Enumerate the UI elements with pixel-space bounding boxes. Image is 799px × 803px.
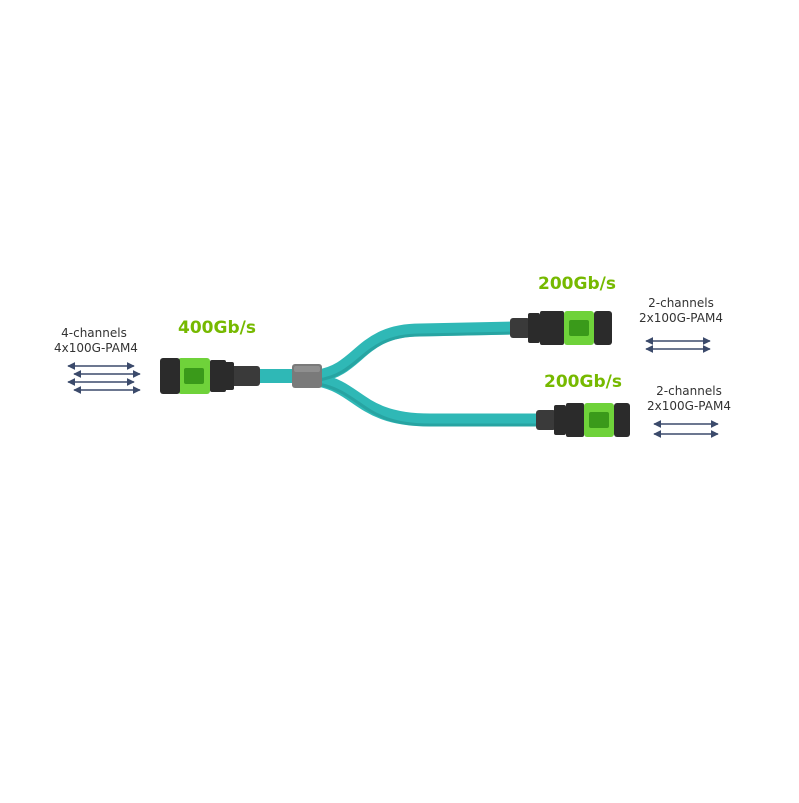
top-right-rate-label: 200Gb/s — [538, 274, 616, 294]
left-channels-line1: 4-channels — [61, 326, 127, 340]
left-lane-arrows — [67, 362, 141, 394]
top-right-lane-arrows — [645, 337, 711, 353]
top-right-channels-line1: 2-channels — [648, 296, 714, 310]
top-right-channels-label: 2-channels 2x100G-PAM4 — [636, 296, 726, 326]
cable-branch-bottom — [311, 373, 547, 427]
bottom-right-channels-line1: 2-channels — [656, 384, 722, 398]
left-rate-label: 400Gb/s — [178, 318, 256, 338]
bottom-right-channels-line2: 2x100G-PAM4 — [647, 399, 731, 413]
bottom-right-lane-arrows — [653, 420, 719, 438]
left-channels-line2: 4x100G-PAM4 — [54, 341, 138, 355]
cable-branch-top — [311, 321, 522, 383]
bottom-right-rate-label: 200Gb/s — [544, 372, 622, 392]
left-mpo-connector — [160, 358, 260, 394]
top-right-mpo-connector — [510, 311, 612, 345]
splitter-highlight — [294, 366, 320, 372]
top-right-channels-line2: 2x100G-PAM4 — [639, 311, 723, 325]
bottom-right-mpo-connector — [536, 403, 630, 437]
cable-branch-top-shade — [317, 331, 516, 382]
cable-branch-bottom-shade — [317, 382, 540, 427]
bottom-right-channels-label: 2-channels 2x100G-PAM4 — [644, 384, 734, 414]
left-channels-label: 4-channels 4x100G-PAM4 — [54, 326, 138, 356]
